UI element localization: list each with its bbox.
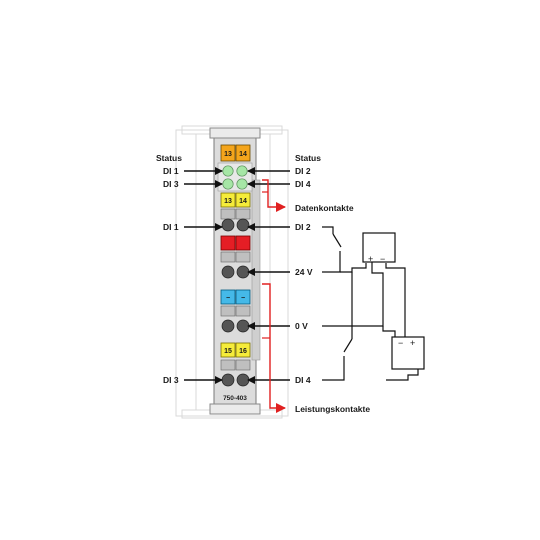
top-tab-left-text: 13 bbox=[224, 151, 232, 158]
terminal-pair-1 bbox=[220, 208, 251, 232]
right-di2-led-label: DI 2 bbox=[295, 166, 311, 176]
left-di3-led-label: DI 3 bbox=[163, 179, 179, 189]
right-di4-led-label: DI 4 bbox=[295, 179, 311, 189]
tab4-left bbox=[220, 342, 236, 358]
top-tab-right bbox=[235, 144, 251, 162]
power-contacts-label: Leistungskontakte bbox=[295, 404, 370, 414]
battery-lower-minus: − bbox=[398, 338, 403, 348]
battery-upper bbox=[362, 232, 396, 263]
tab1-left-text: 13 bbox=[224, 198, 232, 205]
tab4-right bbox=[235, 342, 251, 358]
tab1-right-text: 14 bbox=[239, 198, 247, 205]
left-di1-terminal-label: DI 1 bbox=[163, 222, 179, 232]
module-bottom-clip bbox=[209, 403, 261, 415]
left-status-label: Status bbox=[156, 153, 182, 163]
data-contacts-label: Datenkontakte bbox=[295, 203, 354, 213]
terminal-pair-2 bbox=[220, 251, 251, 279]
right-0v-label: 0 V bbox=[295, 321, 308, 331]
top-tab-right-text: 14 bbox=[239, 151, 247, 158]
external-circuit bbox=[322, 226, 425, 381]
switch-di4 bbox=[343, 338, 353, 353]
battery-lower bbox=[391, 336, 425, 370]
blue-tab-left-text: − bbox=[226, 295, 230, 302]
red-tab-right bbox=[235, 235, 251, 251]
right-24v-label: 24 V bbox=[295, 267, 313, 277]
part-number: 750-403 bbox=[223, 395, 247, 402]
battery-upper-plus: + bbox=[368, 254, 373, 264]
module-side-strip bbox=[251, 179, 261, 361]
blue-tab-left bbox=[220, 289, 236, 305]
blue-tab-right-text: − bbox=[241, 295, 245, 302]
led-di1 bbox=[222, 165, 234, 177]
module-top-clip bbox=[209, 127, 261, 139]
led-di3 bbox=[222, 178, 234, 190]
terminal-pair-4 bbox=[220, 359, 251, 387]
right-di4-terminal-label: DI 4 bbox=[295, 375, 311, 385]
top-tab-left bbox=[220, 144, 236, 162]
right-status-label: Status bbox=[295, 153, 321, 163]
right-di2-terminal-label: DI 2 bbox=[295, 222, 311, 232]
left-di3-terminal-label: DI 3 bbox=[163, 375, 179, 385]
power-contacts-callout-line bbox=[262, 283, 286, 413]
led-di4 bbox=[236, 178, 248, 190]
battery-upper-minus: − bbox=[380, 254, 385, 264]
tab4-left-text: 15 bbox=[224, 348, 232, 355]
led-panel bbox=[217, 162, 253, 192]
data-contacts-callout-line bbox=[262, 179, 286, 212]
switch-di2 bbox=[332, 233, 342, 248]
battery-lower-plus: + bbox=[410, 338, 415, 348]
blue-tab-right bbox=[235, 289, 251, 305]
terminal-pair-3 bbox=[220, 305, 251, 333]
tab1-left bbox=[220, 192, 236, 208]
tab1-right bbox=[235, 192, 251, 208]
red-tab-left bbox=[220, 235, 236, 251]
tab4-right-text: 16 bbox=[239, 348, 247, 355]
left-di1-led-label: DI 1 bbox=[163, 166, 179, 176]
led-di2 bbox=[236, 165, 248, 177]
